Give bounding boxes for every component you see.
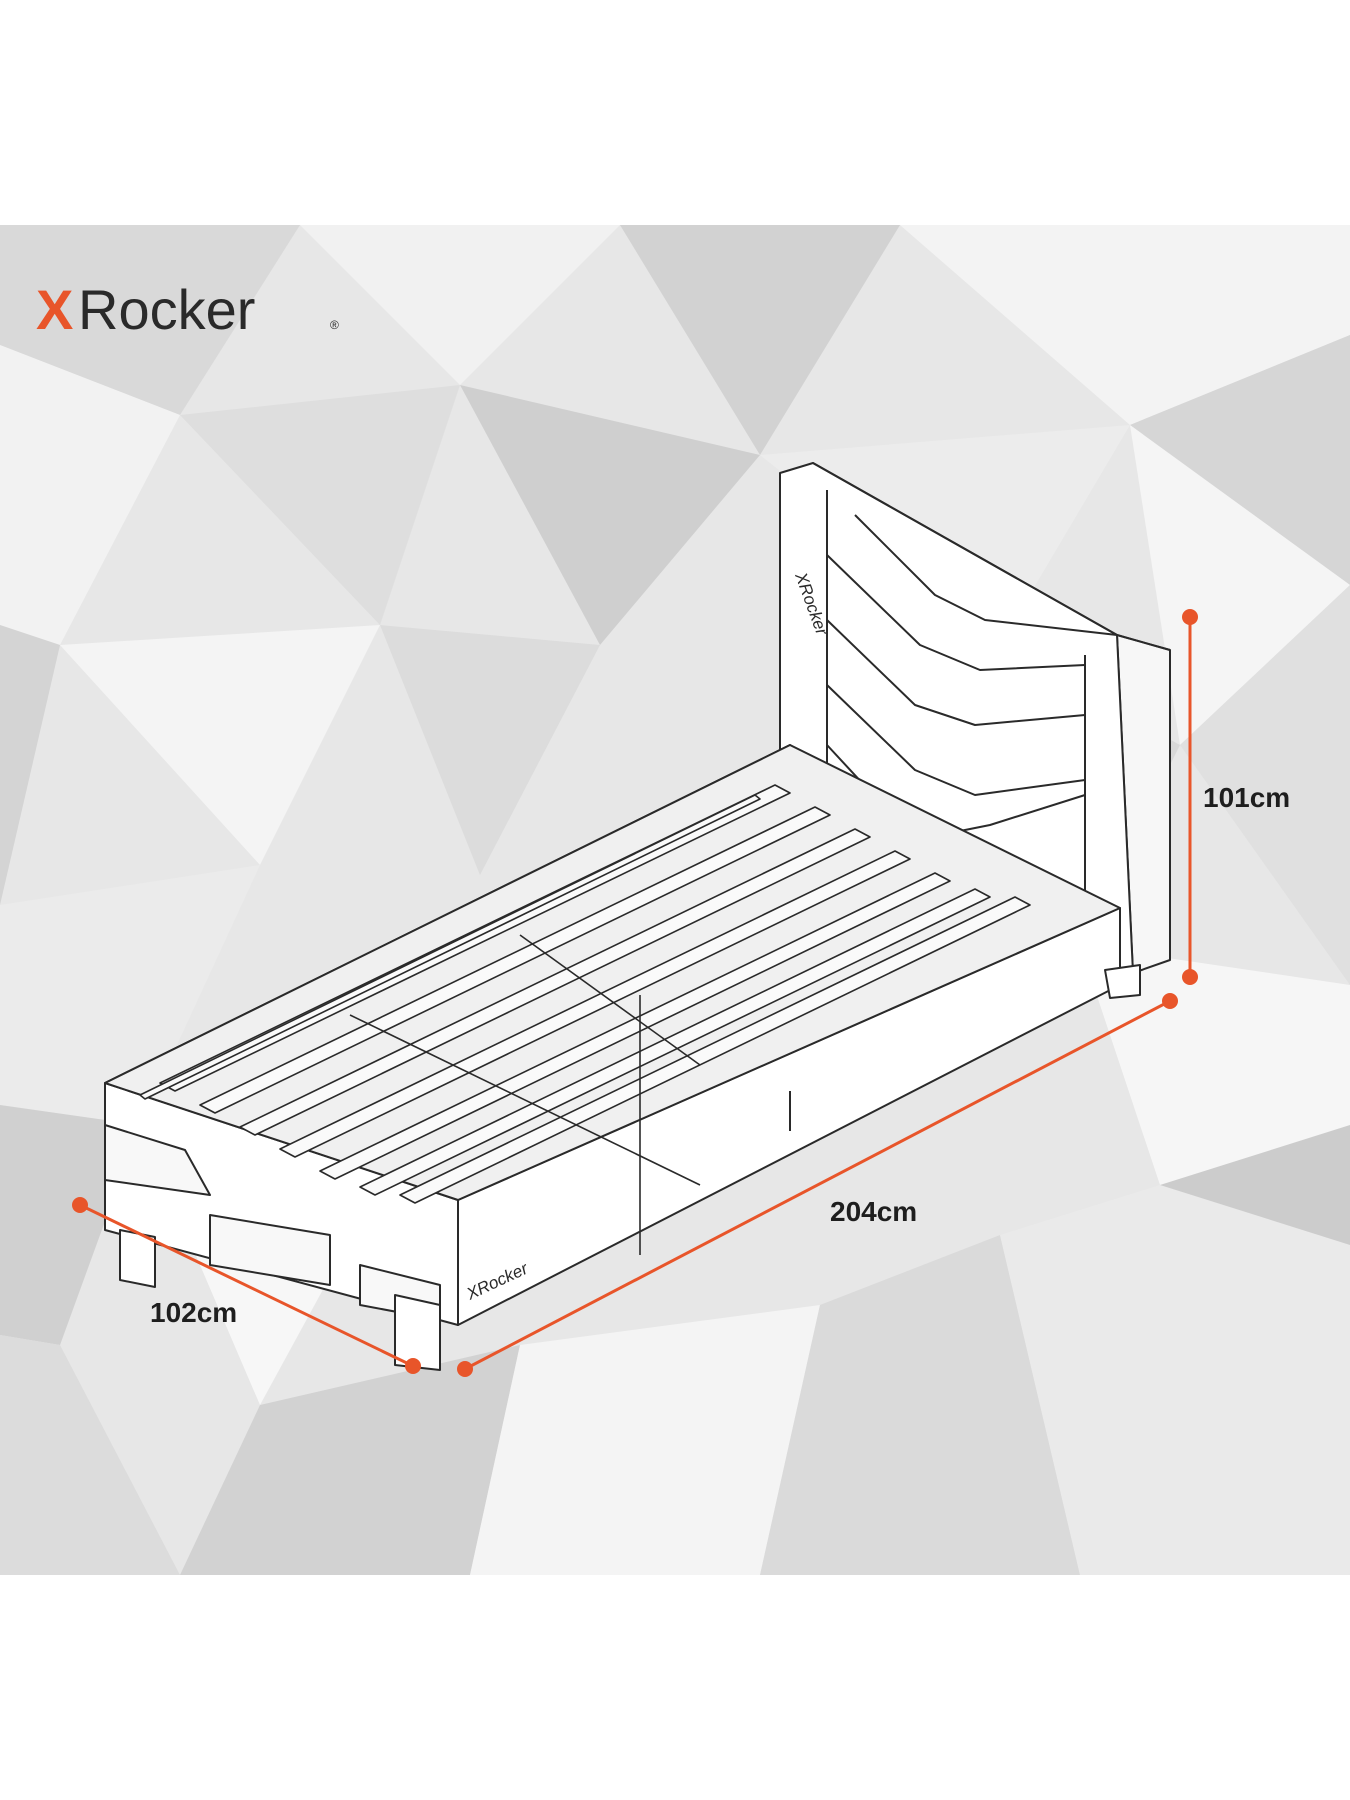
dimension-width: 102cm: [72, 1197, 421, 1374]
width-label: 102cm: [150, 1297, 237, 1328]
bed-illustration: XRocker XRocker: [104, 462, 1171, 1371]
product-dimension-diagram: X Rocker ® XRocker XRocker: [0, 225, 1350, 1575]
xrocker-logo: X Rocker ®: [36, 278, 339, 341]
leg-front-right: [394, 1294, 441, 1371]
height-label: 101cm: [1203, 782, 1290, 813]
dimension-length: 204cm: [457, 993, 1178, 1377]
logo-x: X: [36, 278, 73, 341]
logo-registered: ®: [330, 318, 339, 332]
bed-slats: [139, 784, 1031, 1255]
dimension-height: 101cm: [1182, 609, 1290, 985]
logo-wordmark: Rocker: [78, 278, 255, 341]
leg-back: [1104, 964, 1141, 999]
length-label: 204cm: [830, 1196, 917, 1227]
